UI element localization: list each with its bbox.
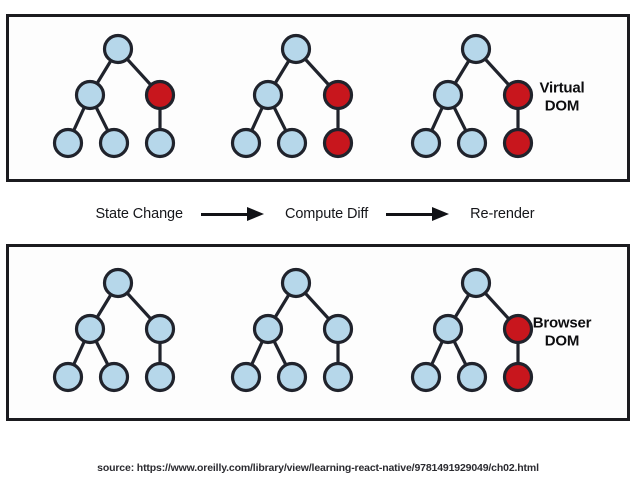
tree-node-root-blue [280,267,312,299]
tree-node-left-leaf-1-blue [52,127,84,159]
tree-node-left-leaf-2-blue [276,127,308,159]
flow-step-state-change: State Change [95,206,183,222]
tree-node-right-leaf-1-blue [144,127,176,159]
tree-node-right-blue [322,313,354,345]
tree-node-right-leaf-1-red [502,127,534,159]
virtual-tree-2 [191,23,366,173]
tree-node-left-blue [74,79,106,111]
tree-node-root-blue [102,33,134,65]
browser-tree-1 [13,257,188,407]
tree-node-left-leaf-2-blue [98,127,130,159]
virtual-tree-3 [371,23,546,173]
tree-node-right-leaf-1-blue [322,361,354,393]
tree-node-left-blue [252,79,284,111]
tree-node-left-leaf-2-blue [98,361,130,393]
process-flow-row: State Change Compute Diff Re-render [6,186,624,242]
tree-node-left-leaf-2-blue [456,127,488,159]
tree-node-left-leaf-1-blue [410,361,442,393]
tree-node-right-leaf-1-red [502,361,534,393]
source-caption: source: https://www.oreilly.com/library/… [97,462,539,474]
tree-node-root-blue [460,33,492,65]
tree-node-root-blue [460,267,492,299]
tree-node-left-leaf-1-blue [230,361,262,393]
tree-node-left-blue [432,313,464,345]
arrow-shaft [200,213,251,216]
arrow-head [246,207,264,221]
tree-node-left-blue [252,313,284,345]
virtual-tree-1 [13,23,188,173]
arrow-right-icon [197,206,271,222]
virtual-dom-label-line2: DOM [544,98,580,115]
flow-step-re-render: Re-render [470,206,535,222]
tree-node-right-red [502,313,534,345]
tree-node-right-blue [144,313,176,345]
browser-dom-label-line1: Browser [532,314,592,332]
tree-node-left-leaf-2-blue [276,361,308,393]
tree-node-left-leaf-2-blue [456,361,488,393]
tree-node-right-red [502,79,534,111]
tree-node-right-leaf-1-blue [144,361,176,393]
tree-node-root-blue [102,267,134,299]
arrow-shaft [386,213,437,216]
tree-node-right-red [322,79,354,111]
tree-node-root-blue [280,33,312,65]
tree-node-left-leaf-1-blue [230,127,262,159]
flow-step-compute-diff: Compute Diff [284,206,369,222]
tree-node-right-red [144,79,176,111]
browser-tree-3 [371,257,546,407]
arrow-head [432,207,450,221]
tree-node-left-leaf-1-blue [52,361,84,393]
tree-node-right-leaf-1-red [322,127,354,159]
tree-node-left-blue [432,79,464,111]
browser-tree-2 [191,257,366,407]
tree-node-left-leaf-1-blue [410,127,442,159]
arrow-right-icon [382,206,456,222]
virtual-dom-label-line1: Virtual [539,79,585,97]
browser-dom-label-line2: DOM [544,332,580,350]
tree-node-left-blue [74,313,106,345]
